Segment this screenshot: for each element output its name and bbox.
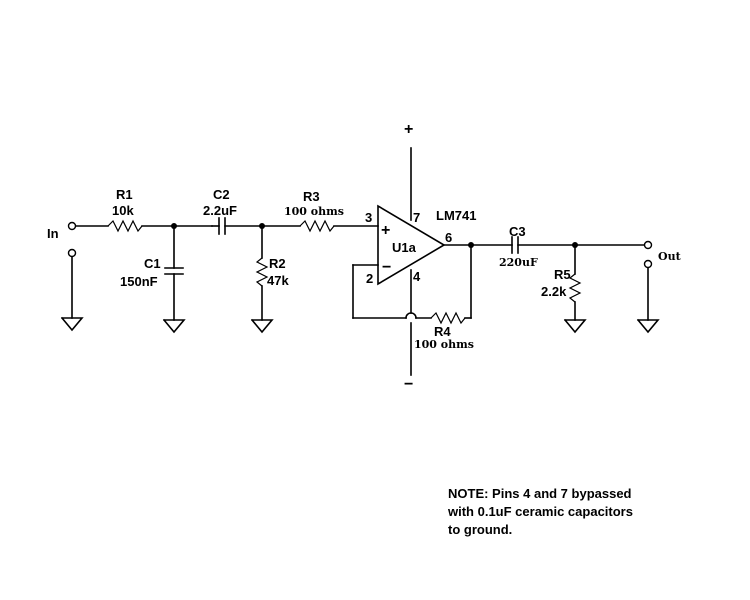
pin-7-label: 7 <box>413 210 420 225</box>
pin-6-label: 6 <box>445 230 452 245</box>
r1-value: 10k <box>112 203 134 218</box>
non-inverting-sign: + <box>381 222 390 239</box>
note-line: NOTE: Pins 4 and 7 bypassed <box>448 486 632 501</box>
input-terminal <box>67 221 109 319</box>
note-line: to ground. <box>448 522 513 537</box>
r1-label: R1 <box>116 187 133 202</box>
op-amp-label: U1a <box>392 240 417 255</box>
pin-2-label: 2 <box>366 271 373 286</box>
resistor-r4 <box>430 244 472 325</box>
capacitor-c1 <box>162 225 186 334</box>
output-terminal <box>636 240 660 334</box>
c2-value: 2.2uF <box>203 203 237 218</box>
c1-value: 150nF <box>120 274 158 289</box>
r3-label: R3 <box>303 189 320 204</box>
junction-dot <box>468 242 474 248</box>
negative-supply-sign: − <box>404 376 413 393</box>
input-label: In <box>47 226 59 241</box>
capacitor-c3 <box>511 236 646 254</box>
pin-3-label: 3 <box>365 210 372 225</box>
ground-symbol <box>60 316 84 332</box>
r5-value: 2.2k <box>541 284 567 299</box>
positive-supply-sign: + <box>404 121 413 138</box>
c2-label: C2 <box>213 187 230 202</box>
resistor-r2 <box>250 225 274 334</box>
c3-label: C3 <box>509 224 526 239</box>
r2-value: 47k <box>267 273 289 288</box>
note-block: NOTE: Pins 4 and 7 bypassed with 0.1uF c… <box>448 485 708 539</box>
pin-4-label: 4 <box>413 269 421 284</box>
op-amp-u1a <box>352 147 513 376</box>
c1-label: C1 <box>144 256 161 271</box>
resistor-r5 <box>563 244 587 334</box>
r5-label: R5 <box>554 267 571 282</box>
r3-value: 100 ohms <box>284 205 344 218</box>
c3-value: 220uF <box>499 256 538 269</box>
part-number: LM741 <box>436 208 476 223</box>
resistor-r3 <box>299 219 379 233</box>
output-label: Out <box>658 250 682 263</box>
r4-value: 100 ohms <box>414 338 474 351</box>
resistor-r1 <box>107 219 213 233</box>
r4-label: R4 <box>434 324 451 339</box>
inverting-sign: − <box>382 259 391 276</box>
r2-label: R2 <box>269 256 286 271</box>
note-line: with 0.1uF ceramic capacitors <box>448 504 633 519</box>
capacitor-c2 <box>211 217 301 235</box>
